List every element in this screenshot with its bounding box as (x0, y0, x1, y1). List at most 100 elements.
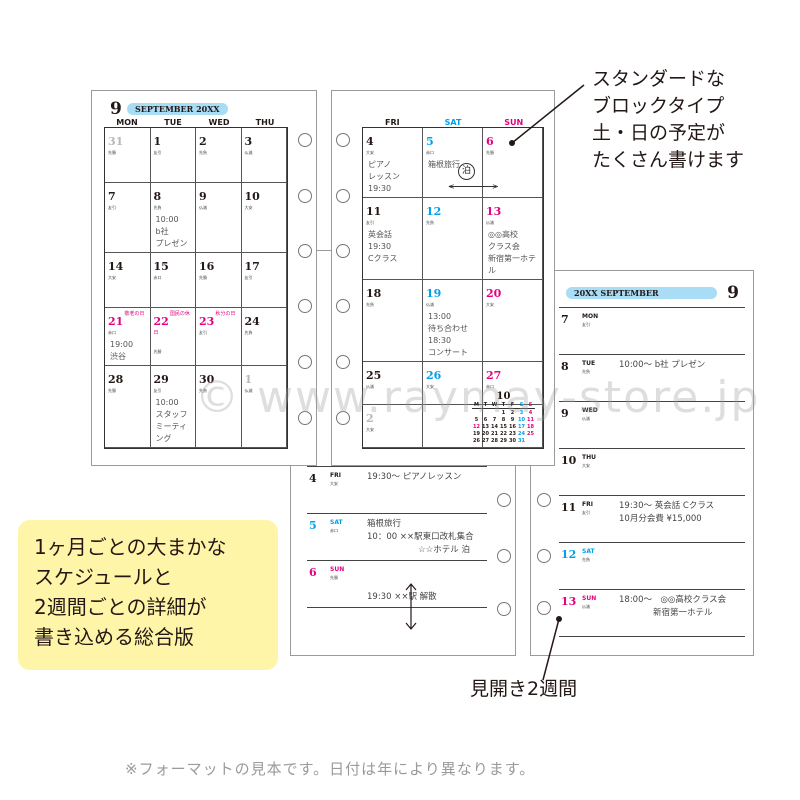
mini-calendar-day: 26 (473, 438, 480, 444)
day-number: 23 (199, 315, 215, 328)
rokuyo-label: 先負 (426, 220, 434, 225)
weekly-bottom-rule (559, 636, 745, 637)
rokuyo-label: 友引 (153, 388, 162, 393)
day-number: 6 (309, 566, 317, 579)
rokuyo-label: 大安 (582, 463, 590, 468)
calendar-day-cell[interactable]: 23秋分の日友引 (196, 308, 242, 366)
holiday-label: 敬老の日 (124, 311, 145, 317)
memo-text: ピアノ レッスン 19:30 (368, 160, 400, 193)
day-of-week-header: SUN (504, 118, 524, 127)
rokuyo-label: 大安 (244, 205, 253, 210)
calendar-day-cell[interactable] (483, 405, 543, 448)
day-number: 13 (561, 595, 577, 608)
rokuyo-label: 先勝 (486, 150, 494, 155)
mini-calendar-header: W (490, 402, 499, 409)
mini-calendar-header: M (472, 402, 481, 409)
mini-calendar-day: 10 (518, 417, 525, 423)
rokuyo-label: 赤口 (108, 330, 116, 335)
rokuyo-label: 仏滅 (244, 150, 253, 155)
memo-text: 英会話 19:30 Cクラス (368, 230, 398, 263)
day-number: 9 (561, 407, 569, 420)
mini-calendar-day: 3 (519, 410, 524, 416)
day-number: 28 (108, 373, 124, 386)
rokuyo-label: 先勝 (153, 349, 162, 354)
mini-calendar-day: 31 (518, 438, 525, 444)
rokuyo-label: 先負 (199, 388, 207, 393)
footnote: ※フォーマットの見本です。日付は年により異なります。 (125, 760, 536, 778)
mini-calendar-day: 11 (527, 417, 534, 423)
rokuyo-label: 大安 (486, 302, 494, 307)
mini-calendar-header: S (517, 402, 526, 409)
day-of-week: FRI (582, 501, 593, 508)
weekly-month-number: 9 (727, 283, 739, 303)
binder-hole (537, 601, 551, 615)
rokuyo-label: 大安 (366, 427, 374, 432)
rokuyo-label: 仏滅 (582, 416, 590, 421)
binder-hole (298, 355, 312, 369)
rokuyo-label: 大安 (366, 150, 374, 155)
binder-hole (336, 189, 350, 203)
calendar-day-cell[interactable]: 6 先勝 (483, 128, 543, 198)
day-number: 26 (426, 369, 442, 382)
calendar-day-cell[interactable] (423, 405, 483, 448)
rokuyo-label: 大安 (330, 481, 338, 486)
mini-calendar-day: 5 (474, 417, 479, 423)
mini-calendar-day: 4 (528, 410, 533, 416)
mini-calendar-day: 1 (501, 410, 506, 416)
day-number: 17 (244, 260, 260, 273)
calendar-day-cell[interactable]: 17 友引 (241, 253, 287, 308)
day-of-week: THU (582, 454, 596, 461)
stay-mark: 泊 (458, 163, 475, 180)
weekly-header-pill: 20XX SEPTEMBER (566, 287, 717, 299)
mini-calendar-day: 6 (483, 417, 488, 423)
calendar-day-cell[interactable]: 22国民の休日先勝 (150, 308, 196, 366)
memo-text: 10:00 b社 プレゼン (155, 215, 188, 248)
rokuyo-label: 仏滅 (426, 302, 434, 307)
weekly-bottom-rule (307, 607, 487, 608)
rokuyo-label: 仏滅 (199, 205, 207, 210)
rokuyo-label: 友引 (244, 275, 253, 280)
day-number: 6 (486, 135, 494, 148)
